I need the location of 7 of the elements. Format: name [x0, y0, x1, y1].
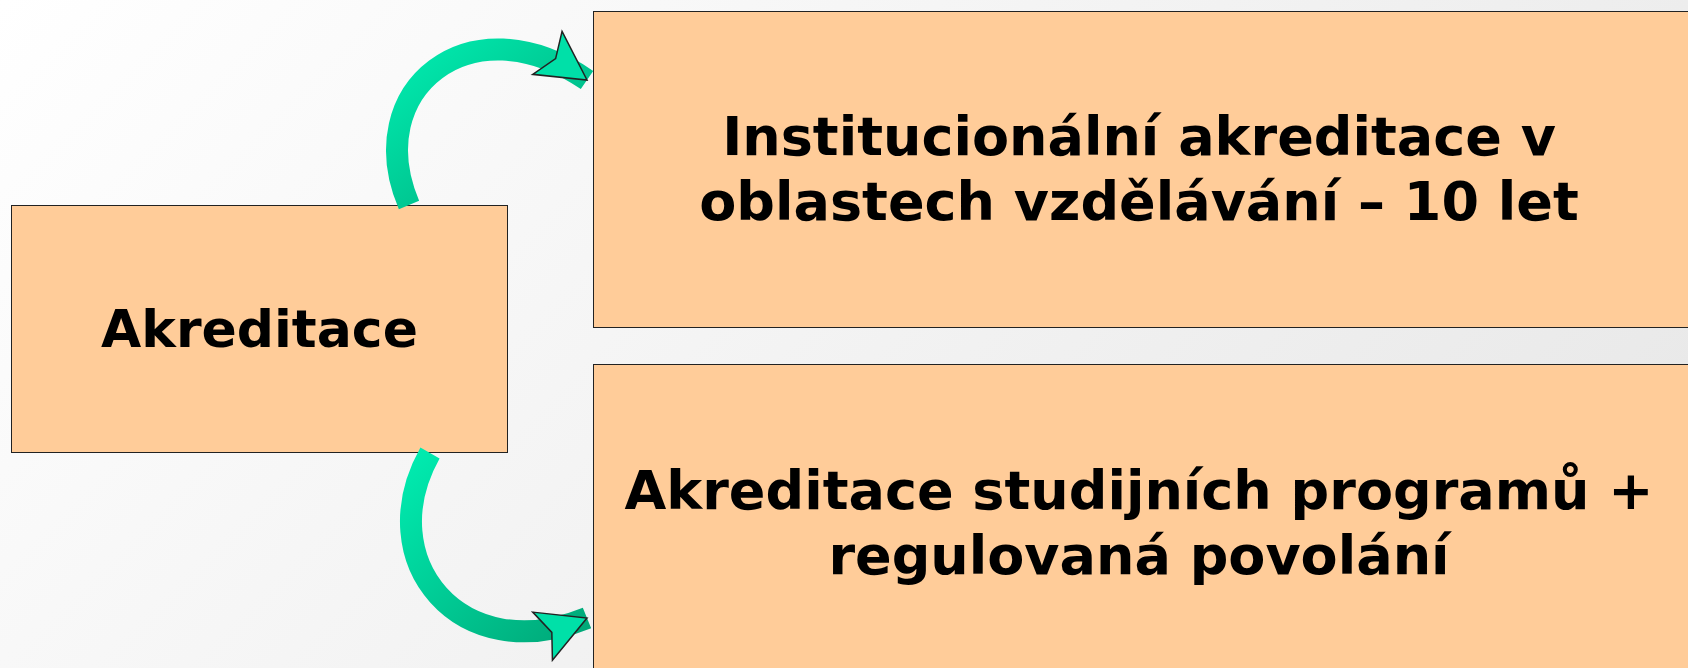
node-label: Institucionální akreditace v oblastech vzdělávání – 10 let — [698, 104, 1580, 235]
curved-arrow — [386, 32, 593, 209]
node-label: Akreditace — [100, 297, 419, 361]
process-box — [593, 11, 1688, 328]
process-box — [593, 364, 1688, 668]
process-box — [11, 205, 508, 453]
node-label: Akreditace studijních programů + regulovaná povolání — [623, 459, 1655, 589]
